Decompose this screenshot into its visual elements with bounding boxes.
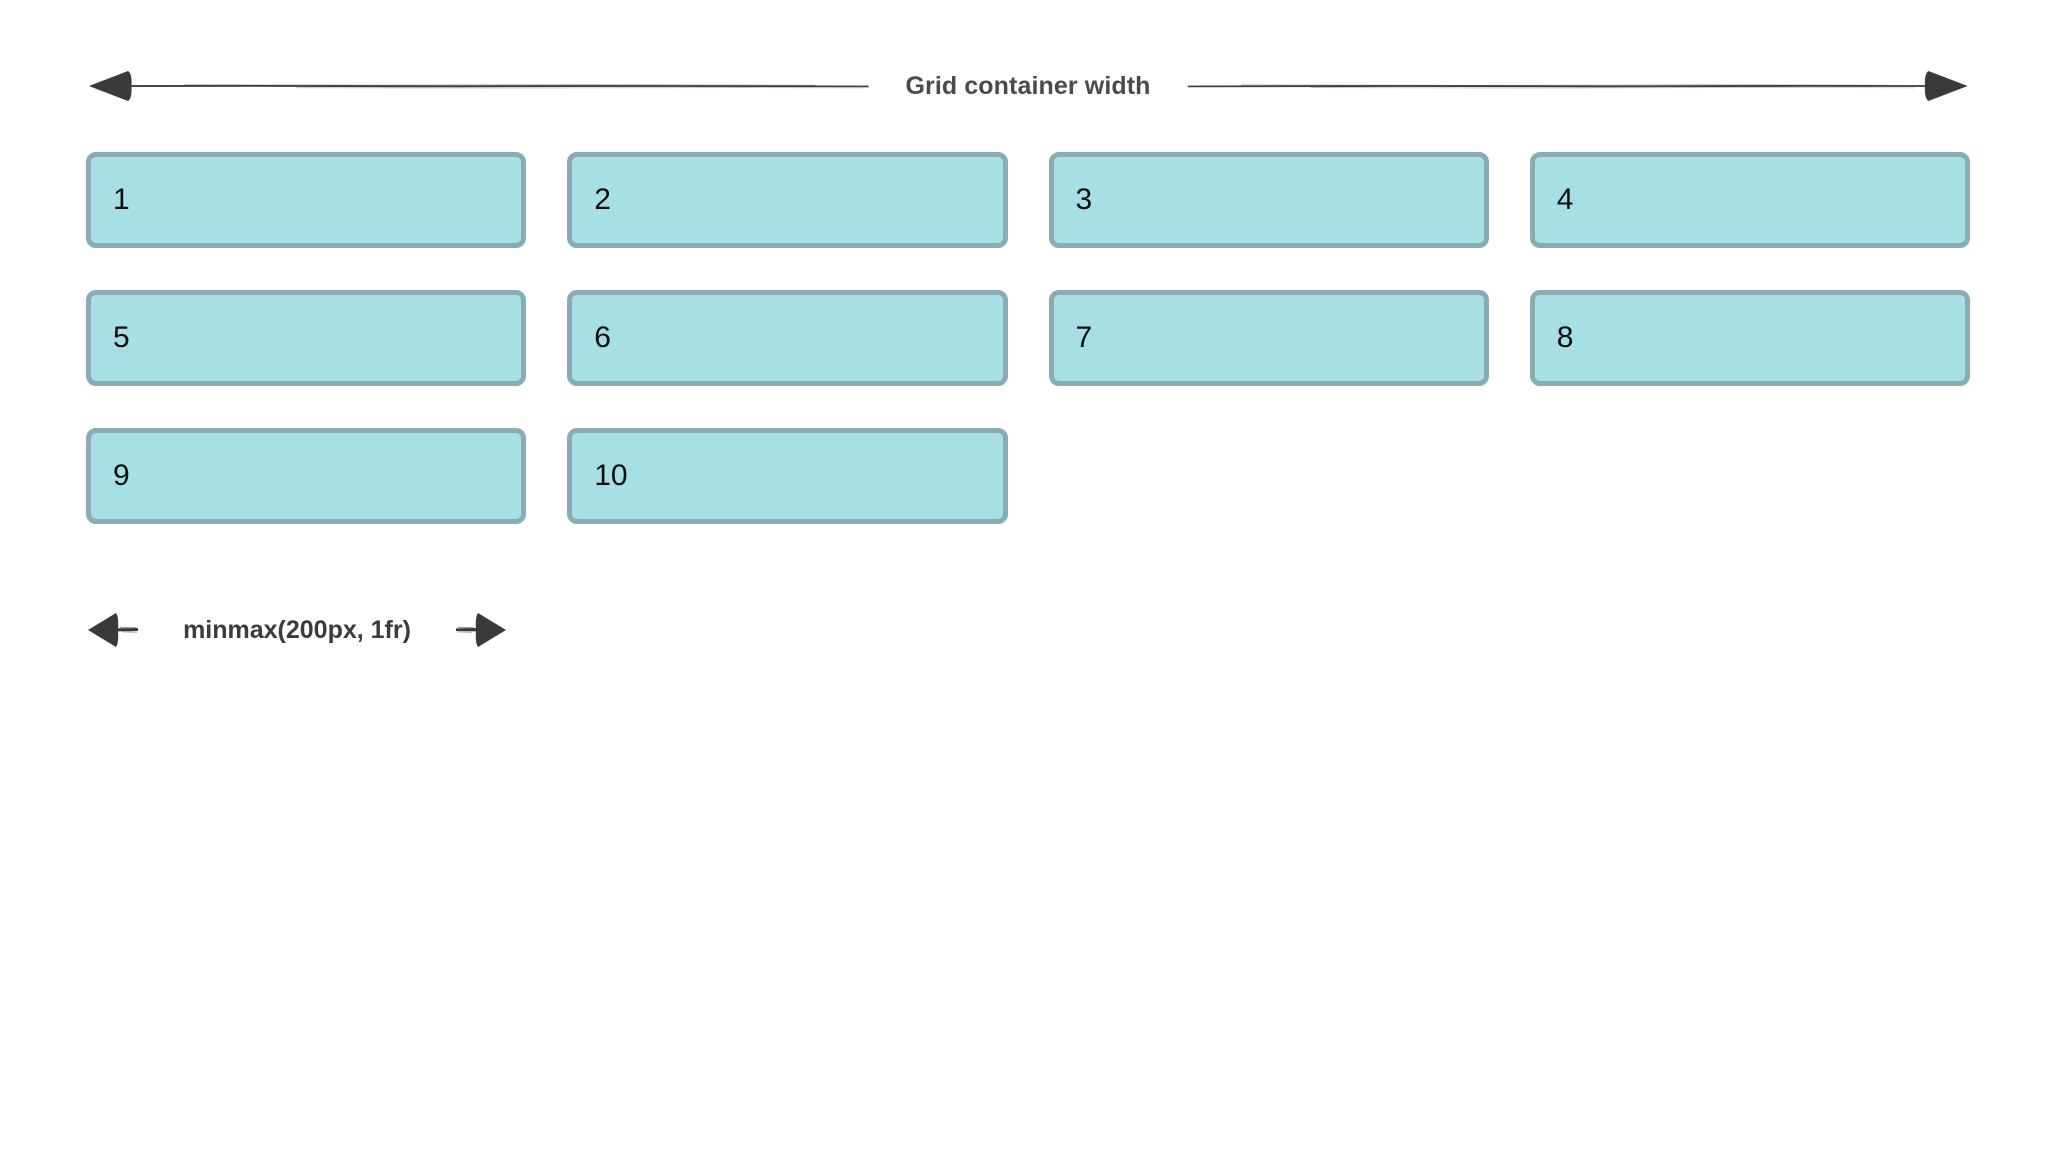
grid-cell[interactable]: 2	[567, 152, 1008, 248]
grid-cell[interactable]: 3	[1048, 152, 1489, 248]
grid-cell-label: 5	[113, 321, 130, 354]
grid-cell-label: 7	[1075, 321, 1093, 354]
arrow-right-icon	[475, 613, 506, 647]
page-title: Grid container width	[905, 71, 1151, 100]
arrow-left-icon	[88, 613, 119, 647]
grid-cell-label: 4	[1556, 183, 1574, 216]
arrow-left-icon	[88, 71, 132, 101]
grid-cell-label: 10	[594, 459, 628, 492]
grid-cell[interactable]: 8	[1529, 290, 1970, 386]
grid-cell-label: 8	[1556, 321, 1574, 354]
grid-cell[interactable]: 7	[1048, 290, 1489, 386]
grid-cell[interactable]: 9	[86, 428, 527, 524]
track-size-measure: minmax(200px, 1fr)	[86, 602, 508, 658]
grid-cell-label: 1	[113, 183, 130, 216]
grid-cell-label: 6	[594, 321, 611, 354]
track-size-label: minmax(200px, 1fr)	[183, 615, 411, 644]
grid-cell[interactable]: 6	[567, 290, 1008, 386]
grid-cell[interactable]: 10	[567, 428, 1008, 524]
measure-line-right	[1185, 62, 1970, 110]
measure-arrow-right	[452, 605, 508, 655]
grid-cell[interactable]: 4	[1529, 152, 1970, 248]
grid-cell[interactable]: 1	[86, 152, 527, 248]
grid-cell-label: 2	[594, 183, 611, 216]
grid-cell[interactable]: 5	[86, 290, 527, 386]
measure-line-left	[86, 62, 871, 110]
arrow-right-icon	[1924, 71, 1968, 101]
grid-cell-label: 3	[1075, 183, 1093, 216]
measure-arrow-left	[86, 605, 142, 655]
grid-container-width-measure: Grid container width	[86, 62, 1970, 110]
grid-cell-label: 9	[113, 459, 130, 492]
grid-container: 1 2 3 4 5 6 7 8 9 10	[86, 152, 1970, 524]
